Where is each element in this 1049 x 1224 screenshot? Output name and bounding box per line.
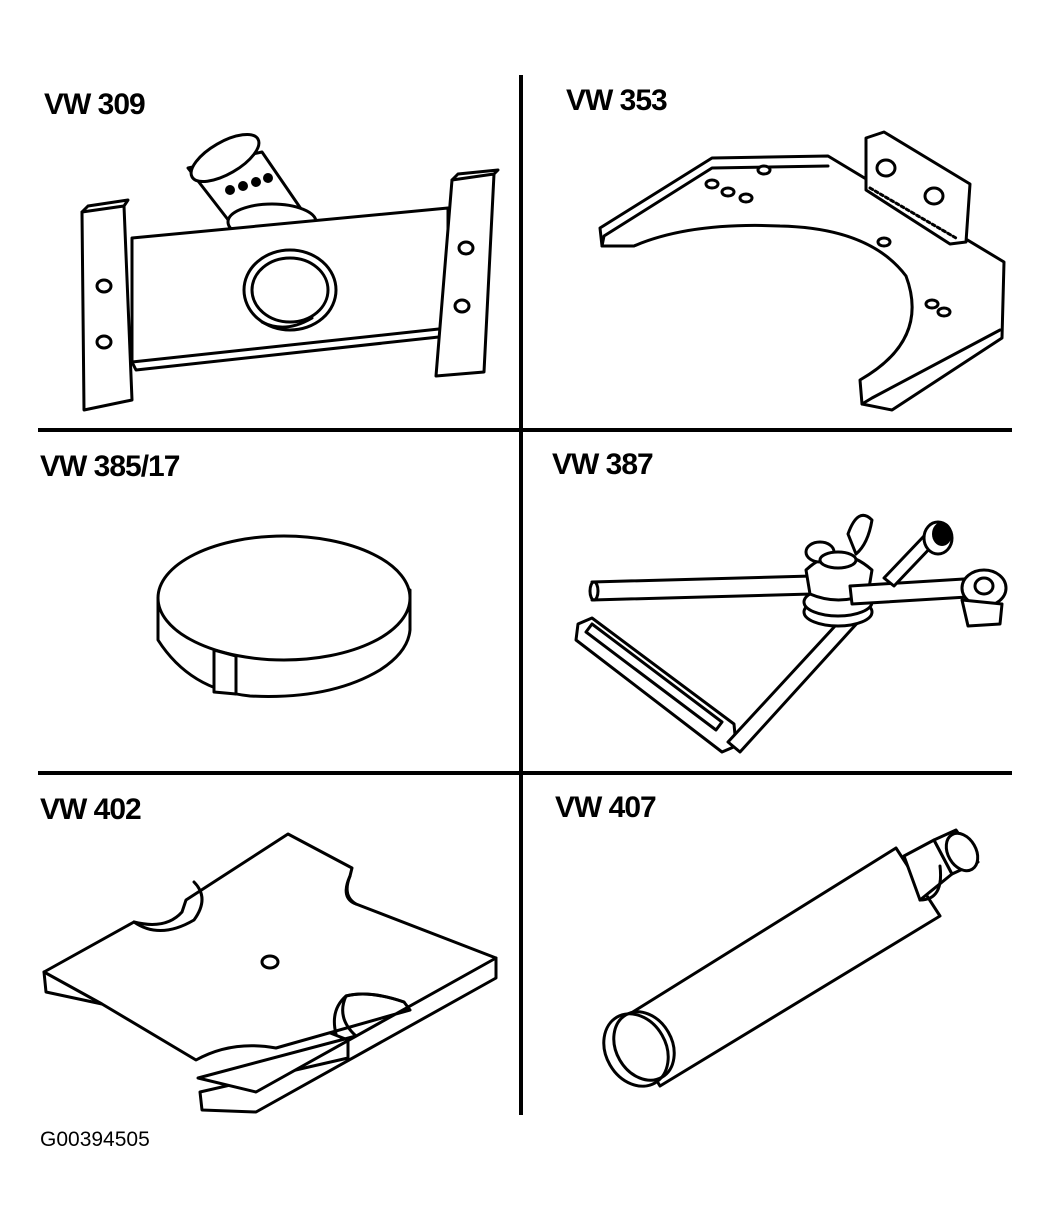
tool-label-vw385-17: VW 385/17 bbox=[40, 450, 180, 483]
tool-label-vw407: VW 407 bbox=[555, 791, 657, 824]
tool-label-vw353: VW 353 bbox=[566, 84, 668, 117]
tool-drawing-vw353 bbox=[598, 130, 1006, 412]
tool-label-vw309: VW 309 bbox=[44, 88, 146, 121]
figure-id: G00394505 bbox=[40, 1128, 150, 1151]
tool-drawing-vw387 bbox=[574, 513, 1008, 754]
tool-label-vw402: VW 402 bbox=[40, 793, 142, 826]
tool-label-vw387: VW 387 bbox=[552, 448, 654, 481]
tool-drawing-vw402 bbox=[42, 832, 498, 1114]
tool-drawing-vw385-17 bbox=[156, 534, 412, 698]
tool-drawing-vw407 bbox=[602, 828, 980, 1088]
tool-drawing-vw309 bbox=[80, 132, 500, 412]
